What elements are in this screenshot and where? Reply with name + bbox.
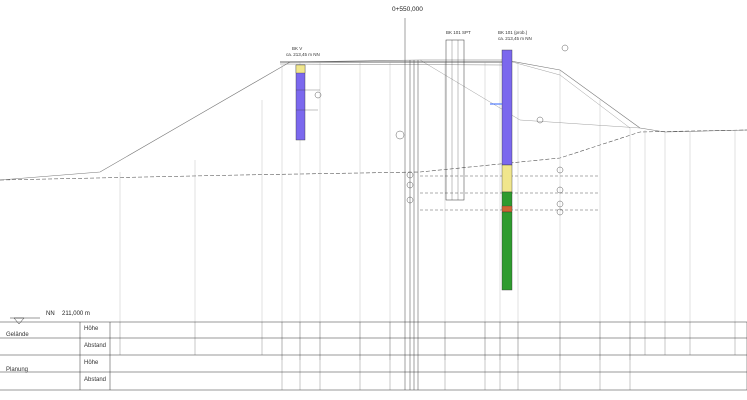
- slope-line: [504, 59, 631, 129]
- table-section-name: Gelände: [6, 332, 29, 338]
- borehole-sub: ca. 213,45 m NN: [498, 36, 532, 41]
- borehole-column-fill: [501, 205, 513, 213]
- table-row-label: Abstand: [84, 343, 107, 349]
- table-section-name: Planung: [6, 367, 29, 373]
- borehole-column: [295, 64, 306, 141]
- center-markers: [395, 130, 414, 204]
- road-line: [279, 63, 506, 66]
- table-row-label: Höhe: [84, 360, 99, 366]
- nn-marker: [10, 317, 40, 325]
- spt-column: [445, 39, 465, 201]
- borehole-name: BK V: [292, 46, 303, 51]
- borehole-column-sand: [501, 164, 513, 193]
- borehole-name: BK 101 (prob.): [498, 30, 528, 35]
- table-row-label: Höhe: [84, 326, 99, 332]
- borehole-bk-v: [295, 64, 322, 141]
- terrain-line: [0, 59, 747, 181]
- nn-value: 211,000 m: [62, 311, 90, 317]
- borehole-bk-101: [490, 44, 569, 291]
- borehole-sub: ca. 213,45 m NN: [286, 52, 320, 57]
- borehole-name: BK 101 SPT: [446, 30, 471, 35]
- borehole-column-clay: [501, 49, 513, 166]
- table-row-label: Abstand: [84, 377, 107, 383]
- table-ticks: [119, 322, 736, 390]
- slope-line: [419, 59, 641, 129]
- nn-label: NN: [46, 311, 55, 317]
- borehole-column-gravel: [501, 211, 513, 291]
- station-label: 0+550,000: [392, 6, 423, 13]
- existing-ground-dashed: [0, 129, 747, 181]
- data-table-grid: [0, 321, 747, 391]
